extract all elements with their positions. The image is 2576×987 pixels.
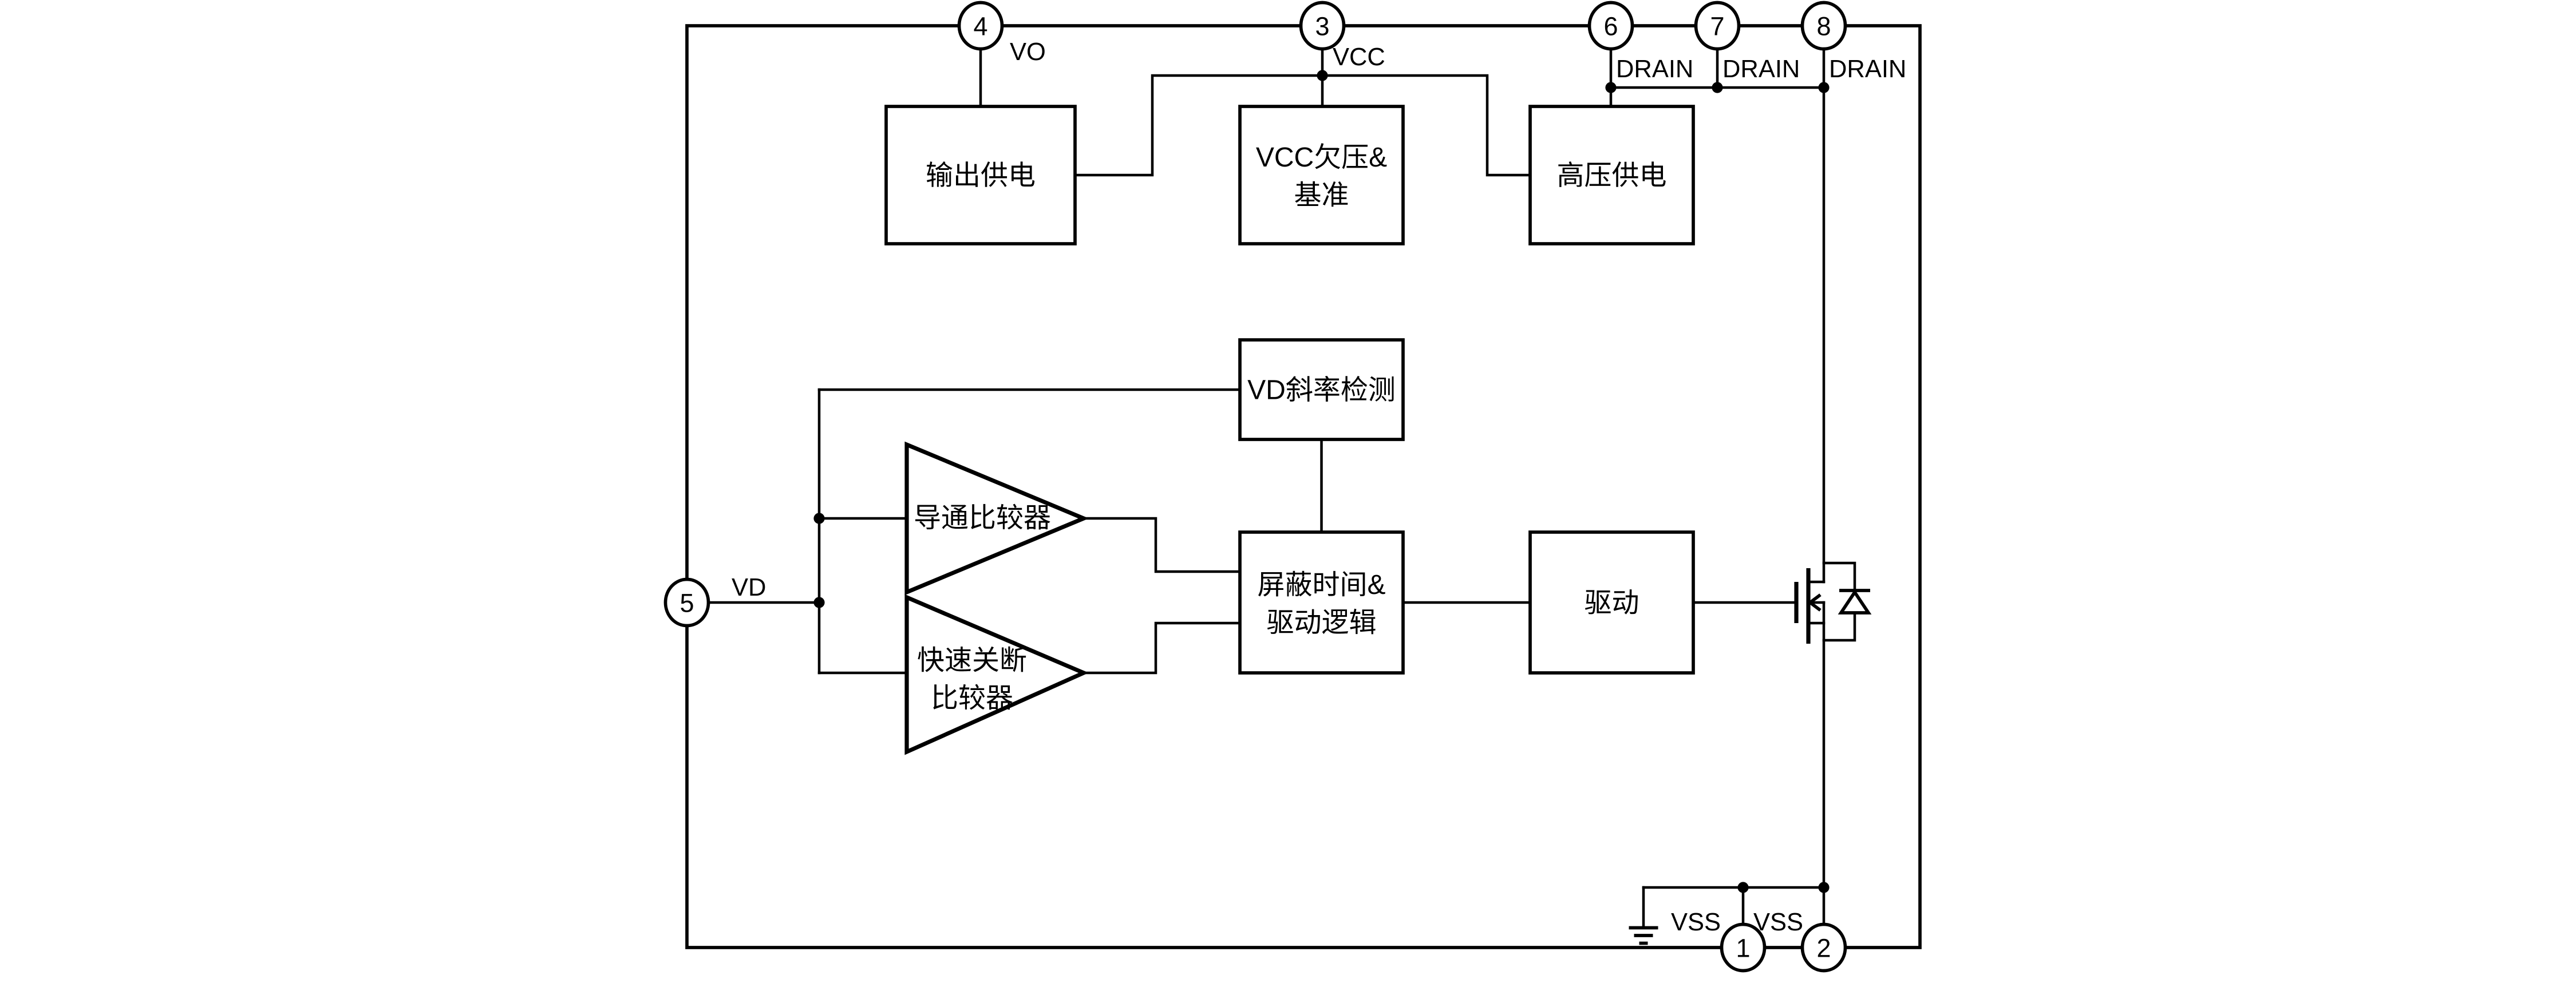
block-vd-slope-detection-label: VD斜率检测 xyxy=(1247,375,1396,406)
block-driver-box xyxy=(1528,530,1695,675)
pin-3-circle xyxy=(1299,1,1346,51)
ground-symbol xyxy=(1629,926,1658,945)
junction-dots xyxy=(813,70,1830,893)
pin-5: 5 VD xyxy=(663,574,766,628)
block-output-supply-label: 输出供电 xyxy=(926,161,1036,191)
block-blanking-drive-logic-label-line2: 驱动逻辑 xyxy=(1266,608,1376,638)
wires xyxy=(707,47,1826,929)
pin-3-number: 3 xyxy=(1315,12,1329,41)
block-blanking-drive-logic: 屏蔽时间& 驱动逻辑 xyxy=(1238,530,1405,675)
fast-turn-off-comparator-triangle xyxy=(904,594,1089,755)
pin-6-number: 6 xyxy=(1603,12,1618,41)
pin-8-number: 8 xyxy=(1816,12,1831,41)
pin-5-label: VD xyxy=(732,574,766,601)
block-vcc-uvlo-reference: VCC欠压& 基准 xyxy=(1238,105,1405,245)
block-vcc-uvlo-reference-label-line1: VCC欠压& xyxy=(1256,142,1387,173)
pin-5-circle xyxy=(663,577,710,628)
pin-8: 8 DRAIN xyxy=(1800,1,1906,83)
turn-on-comparator-label: 导通比较器 xyxy=(914,503,1051,533)
pin-1-circle xyxy=(1720,922,1767,973)
pin-2-circle xyxy=(1800,922,1847,973)
block-vd-slope-detection-box xyxy=(1238,338,1405,441)
mosfet-symbol xyxy=(1794,561,1872,644)
pin-7: 7 DRAIN xyxy=(1694,1,1800,83)
fast-turn-off-comparator-label-line2: 比较器 xyxy=(931,683,1013,714)
pin-2-label: VSS xyxy=(1753,909,1803,936)
turn-on-comparator-triangle xyxy=(904,441,1089,596)
pin-7-label: DRAIN xyxy=(1722,56,1800,83)
pin-1-label: VSS xyxy=(1671,909,1721,936)
pin-5-number: 5 xyxy=(679,589,694,618)
pin-1: 1 VSS xyxy=(1671,909,1767,973)
block-vd-slope-detection: VD斜率检测 xyxy=(1238,338,1405,441)
block-output-supply-box xyxy=(884,105,1077,245)
block-high-voltage-supply-label: 高压供电 xyxy=(1556,161,1666,191)
pin-8-circle xyxy=(1800,1,1847,51)
pin-3-label: VCC xyxy=(1333,43,1385,71)
pin-2-number: 2 xyxy=(1816,934,1831,963)
block-output-supply: 输出供电 xyxy=(884,105,1077,245)
block-blanking-drive-logic-label-line1: 屏蔽时间& xyxy=(1257,570,1385,600)
pin-4: 4 VO xyxy=(957,1,1046,66)
block-driver-label: 驱动 xyxy=(1584,588,1639,619)
pin-7-circle xyxy=(1694,1,1741,51)
pin-6-circle xyxy=(1587,1,1634,51)
pin-1-number: 1 xyxy=(1736,934,1750,963)
block-vcc-uvlo-reference-label-line2: 基准 xyxy=(1294,180,1349,211)
body-diode-triangle-icon xyxy=(1838,589,1872,615)
pin-6-label: DRAIN xyxy=(1616,56,1693,83)
fast-turn-off-comparator-label-line1: 快速关断 xyxy=(917,645,1027,676)
turn-on-comparator: 导通比较器 xyxy=(904,441,1089,596)
pin-3: 3 VCC xyxy=(1299,1,1385,71)
block-high-voltage-supply: 高压供电 xyxy=(1528,105,1695,245)
pin-4-label: VO xyxy=(1010,38,1046,66)
pin-4-number: 4 xyxy=(973,12,987,41)
block-high-voltage-supply-box xyxy=(1528,105,1695,245)
mosfet-body-arrow-icon xyxy=(1807,593,1822,612)
block-vcc-uvlo-reference-box xyxy=(1238,105,1405,245)
pin-8-label: DRAIN xyxy=(1829,56,1906,83)
pin-4-circle xyxy=(957,1,1004,51)
pin-6: 6 DRAIN xyxy=(1587,1,1693,83)
block-blanking-drive-logic-box xyxy=(1238,530,1405,675)
fast-turn-off-comparator: 快速关断 比较器 xyxy=(904,594,1089,755)
pin-7-number: 7 xyxy=(1710,12,1724,41)
pin-2: 2 VSS xyxy=(1753,909,1847,973)
block-driver: 驱动 xyxy=(1528,530,1695,675)
